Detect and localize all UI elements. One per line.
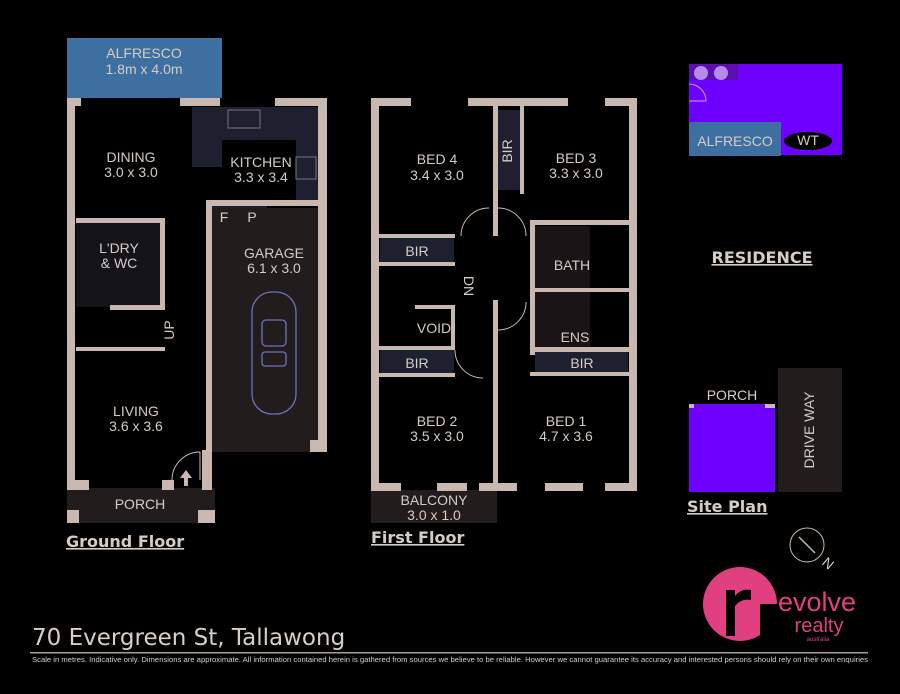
laundry-label-2: & WC bbox=[101, 255, 138, 271]
divider bbox=[30, 652, 868, 654]
alfresco-label: ALFRESCO bbox=[106, 45, 182, 61]
bed3-label: BED 3 bbox=[556, 150, 597, 166]
dining-label: DINING bbox=[107, 149, 156, 165]
bath-label: BATH bbox=[554, 257, 590, 273]
garage-floor bbox=[210, 208, 320, 452]
void-label: VOID bbox=[417, 320, 451, 336]
garage-size: 6.1 x 3.0 bbox=[247, 260, 301, 276]
bed1-size: 4.7 x 3.6 bbox=[539, 428, 593, 444]
stairs-up-label: UP bbox=[161, 320, 177, 339]
water-tank bbox=[784, 132, 832, 150]
bed4-size: 3.4 x 3.0 bbox=[410, 167, 464, 183]
bir-label: BIR bbox=[405, 243, 428, 259]
alfresco-area bbox=[67, 38, 222, 98]
bir-label: BIR bbox=[405, 355, 428, 371]
disclaimer: Scale in metres. Indicative only. Dimens… bbox=[32, 657, 869, 664]
balcony-size: 3.0 x 1.0 bbox=[407, 507, 461, 523]
balcony-area bbox=[371, 490, 497, 523]
laundry-floor bbox=[76, 223, 162, 307]
logo: evolve realty australia bbox=[703, 567, 856, 643]
ground-floor-heading: Ground Floor bbox=[66, 532, 184, 551]
compass-north-label: N bbox=[819, 554, 837, 573]
bir-bed2 bbox=[380, 350, 454, 373]
car-icon bbox=[251, 291, 297, 415]
bed2-label: BED 2 bbox=[417, 413, 458, 429]
bir-label: BIR bbox=[570, 355, 593, 371]
logo-australia: australia bbox=[807, 637, 830, 643]
logo-realty: realty bbox=[795, 615, 844, 637]
door-swing bbox=[688, 83, 707, 102]
ground-floor-plan: ALFRESCO 1.8m x 4.0m DINING 3.0 x 3.0 KI… bbox=[66, 38, 327, 551]
bir-bed4 bbox=[380, 238, 454, 262]
property-address: 70 Evergreen St, Tallawong bbox=[32, 625, 345, 651]
dining-size: 3.0 x 3.0 bbox=[104, 164, 158, 180]
garage-label: GARAGE bbox=[244, 245, 304, 261]
entry-door-swing bbox=[171, 451, 201, 481]
site-plan-heading: Site Plan bbox=[687, 497, 767, 516]
entry-arrow-icon bbox=[180, 470, 192, 486]
water-tank-label: WT bbox=[797, 132, 819, 148]
living-label: LIVING bbox=[113, 403, 159, 419]
first-floor-heading: First Floor bbox=[371, 528, 464, 547]
fridge-label: F bbox=[220, 209, 229, 225]
bed2-size: 3.5 x 3.0 bbox=[410, 428, 464, 444]
site-plan: ALFRESCO WT RESIDENCE PORCH DRIVE WAY Si… bbox=[687, 64, 842, 573]
bed1-label: BED 1 bbox=[546, 413, 587, 429]
kitchen-size: 3.3 x 3.4 bbox=[234, 169, 288, 185]
pantry-label: P bbox=[247, 209, 256, 225]
ens-label: ENS bbox=[561, 329, 590, 345]
kitchen-sink bbox=[227, 109, 261, 129]
driveway-label: DRIVE WAY bbox=[801, 391, 817, 469]
kitchen-label: KITCHEN bbox=[230, 154, 291, 170]
site-residence-front bbox=[689, 404, 775, 492]
logo-evolve: evolve bbox=[778, 587, 856, 617]
bed3-size: 3.3 x 3.0 bbox=[549, 165, 603, 181]
site-porch-label: PORCH bbox=[707, 387, 758, 403]
bed4-label: BED 4 bbox=[417, 151, 458, 167]
alfresco-size: 1.8m x 4.0m bbox=[105, 61, 182, 77]
porch-label: PORCH bbox=[115, 496, 166, 512]
tree-icon bbox=[694, 66, 708, 80]
living-size: 3.6 x 3.6 bbox=[109, 418, 163, 434]
site-alfresco bbox=[689, 122, 781, 156]
porch-area bbox=[67, 488, 215, 523]
driveway bbox=[778, 368, 842, 492]
bir-label: BIR bbox=[499, 139, 515, 162]
kitchen-counter bbox=[296, 107, 318, 205]
compass-icon bbox=[789, 527, 825, 563]
laundry-label: L'DRY bbox=[99, 240, 139, 256]
site-alfresco-label: ALFRESCO bbox=[697, 133, 773, 149]
first-floor-plan: BED 4 3.4 x 3.0 BED 3 3.3 x 3.0 BIR BIR … bbox=[371, 98, 637, 547]
balcony-label: BALCONY bbox=[401, 492, 469, 508]
bir-bed3 bbox=[498, 110, 520, 190]
door-swings bbox=[454, 207, 527, 379]
stairs-down-label: DN bbox=[461, 276, 477, 296]
kitchen-counter bbox=[192, 107, 222, 167]
tree-icon bbox=[714, 66, 728, 80]
cooktop bbox=[295, 156, 317, 180]
bir-bed1 bbox=[535, 352, 628, 373]
residence-label: RESIDENCE bbox=[712, 248, 813, 267]
